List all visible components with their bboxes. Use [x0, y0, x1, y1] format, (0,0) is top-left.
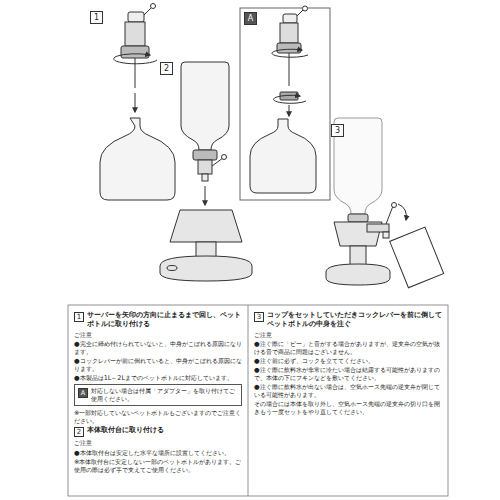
instruction-column: 3コップをセットしていただきコックレバーを前に倒してペットボトルの中身を注ぐご注… [254, 310, 442, 417]
server-cap [348, 214, 368, 222]
server-body [280, 23, 298, 43]
lever-knob [303, 6, 308, 11]
server-cap [121, 46, 149, 58]
step-badge: 2 [160, 62, 173, 75]
note-text: ※一部対応していないペットボトルもございますのでご注意ください。 [74, 409, 242, 425]
cock-lever [386, 206, 393, 224]
air-hose [289, 53, 290, 86]
note-text: ●本製品は1L～2Lまでのペットボトルに対応しています。 [74, 374, 242, 382]
note-text: ●注ぐ際に「ピー」と音がする場合がありますが、逆支弁の空気が抜ける音で商品に問題… [254, 340, 442, 356]
step-heading: 2本体取付台に取り付ける [74, 426, 242, 437]
cock-lever [144, 7, 152, 15]
rotate-arrow [114, 54, 157, 64]
note-text: ●注ぐ際に飲料水が非常に冷たい場合は結露する可能性がありますので、本体の下にフキ… [254, 366, 442, 382]
cup [390, 227, 444, 288]
note-text: その場合には本体を取り外し、空気ホース先端の逆支弁の切り口を開きもう一度セットを… [254, 400, 442, 416]
step-badge: 1 [90, 11, 103, 24]
note-text: ●完全に締め付けられていないと、中身がこぼれる原因になります。 [74, 340, 242, 356]
note-text: ●注ぐ前に必ず、コックを立ててください。 [254, 357, 442, 365]
pet-bottle [250, 119, 316, 193]
step-number: 1 [74, 312, 84, 322]
text-frame [68, 305, 448, 496]
server-nozzle [128, 12, 144, 22]
step2-figure [160, 62, 252, 281]
lever-knob [151, 4, 156, 9]
base-hole [167, 266, 177, 271]
step-heading: 3コップをセットしていただきコックレバーを前に倒してペットボトルの中身を注ぐ [254, 311, 442, 329]
step-text: コップをセットしていただきコックレバーを前に倒してペットボトルの中身を注ぐ [267, 311, 442, 329]
spout [202, 174, 208, 181]
caution-heading: ご注意 [254, 331, 442, 339]
note-text: ●本体取付台は安定した水平な場所に設置してください。 [74, 449, 242, 457]
down-arrow [205, 186, 206, 205]
step-badge: 3 [331, 124, 344, 137]
step-badge: A [244, 12, 257, 25]
air-hose [135, 58, 136, 88]
instruction-column: 1サーバーを矢印の方向に止まるまで回し、ペットボトルに取り付けるご注意●完全に締… [74, 310, 242, 475]
adapter-note-box: A対応しない場合は付属「アダプター」を取り付けてご使用ください。 [74, 384, 242, 406]
pet-bottle [100, 118, 175, 200]
frame-border [68, 305, 448, 496]
stand-base [160, 256, 252, 281]
step-number: A [248, 14, 253, 23]
step-text: 対応しない場合は付属「アダプター」を取り付けてご使用ください。 [91, 387, 238, 403]
caution-heading: ご注意 [74, 439, 242, 447]
note-text: ●コックレバーが前に倒れていると、中身がこぼれる原因になります。 [74, 357, 242, 373]
server-body [198, 160, 212, 174]
column-divider [248, 305, 249, 496]
stand-holder [170, 210, 242, 242]
step-number: A [78, 388, 88, 398]
step-number: 1 [94, 13, 99, 22]
lever-knob [222, 155, 227, 160]
note-text: ※本体取付台に安定しない一部のペットボトルがあります。ご使用の際は必ず手で支えて… [74, 458, 242, 474]
down-arrow [289, 105, 290, 116]
stand-base [326, 264, 390, 285]
server-cap [277, 43, 301, 53]
step-text: 本体取付台に取り付ける [87, 426, 242, 435]
step-number: 2 [164, 64, 169, 73]
rotate-arrow [272, 49, 308, 57]
server-cap [193, 150, 217, 160]
stepA-figure [240, 6, 330, 200]
step-number: 3 [335, 126, 340, 135]
step3-figure [326, 118, 444, 288]
note-text: ●注ぐ際に飲料水が出ない場合は、空気ホース先端の逆支弁が閉じている可能性がありま… [254, 383, 442, 399]
server-nozzle [367, 224, 389, 232]
lever-knob [392, 203, 397, 208]
step-number: 2 [74, 427, 84, 437]
rotate-arrow [274, 95, 306, 103]
server-body [125, 22, 145, 46]
step-text: サーバーを矢印の方向に止まるまで回し、ペットボトルに取り付ける [87, 311, 242, 329]
pet-bottle [181, 62, 229, 150]
tilt-arrow [398, 204, 406, 220]
step-heading: 1サーバーを矢印の方向に止まるまで回し、ペットボトルに取り付ける [74, 311, 242, 329]
server-nozzle [283, 14, 297, 23]
caution-heading: ご注意 [74, 331, 242, 339]
spout [383, 232, 389, 238]
down-arrow [135, 93, 136, 112]
adapter-panel [240, 8, 330, 200]
cock-lever [212, 158, 223, 166]
step-number: 3 [254, 312, 264, 322]
step1-figure [100, 4, 175, 201]
